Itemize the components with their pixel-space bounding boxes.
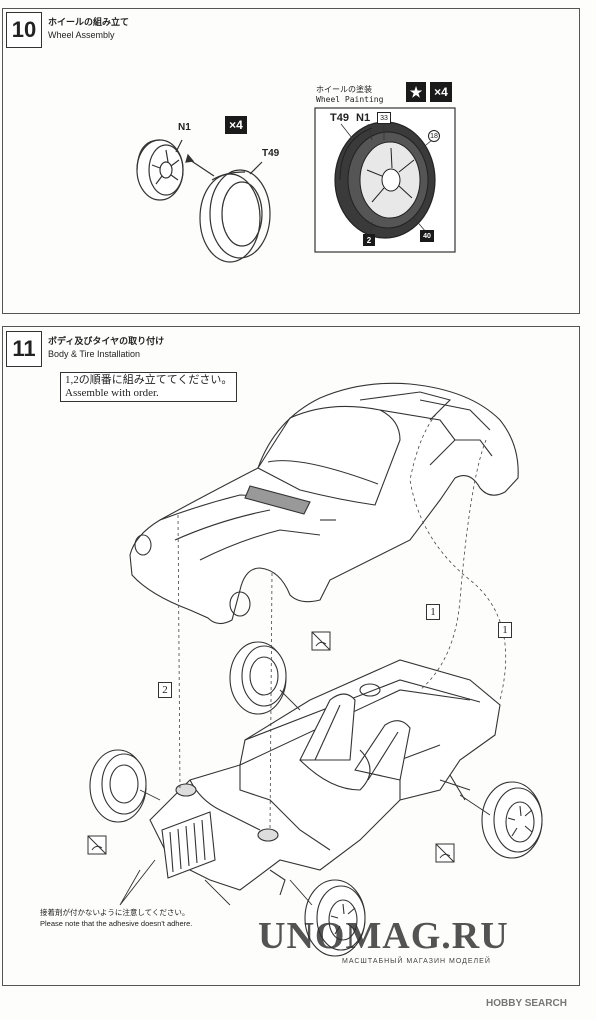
- painting-title-jp: ホイールの塗装: [316, 85, 372, 94]
- step11-number: 11: [6, 331, 42, 367]
- step11-frame: [2, 326, 580, 986]
- step10-number: 10: [6, 12, 42, 48]
- wheel-part-label: N1: [178, 122, 191, 133]
- chassis-drawing: [149, 659, 501, 896]
- painting-tire-label: T49: [330, 112, 349, 124]
- star-icon: ★: [406, 82, 426, 102]
- watermark-tagline: МАСШТАБНЫЙ МАГАЗИН МОДЕЛЕЙ: [342, 958, 491, 965]
- car-body-drawing: [129, 382, 519, 625]
- order-marker-1: 1: [426, 604, 440, 620]
- painting-wheel-label: N1: [356, 112, 371, 124]
- tire-part-label: T49: [262, 148, 280, 159]
- hobby-search-logo: HOBBY SEARCH: [486, 998, 567, 1009]
- step10-quantity-badge: ×4: [225, 116, 247, 134]
- leader-lines: [119, 689, 491, 906]
- no-glue-icons: [87, 631, 455, 863]
- assembly-order-note: 1,2の順番に組み立ててください。 Assemble with order.: [60, 372, 238, 402]
- assembly-guides: [177, 409, 507, 831]
- paint-code-bottom-left: 2: [363, 234, 375, 246]
- painting-quantity-badge: ×4: [430, 82, 452, 102]
- paint-code-top: 33: [377, 112, 391, 124]
- paint-code-right-top: 18: [428, 130, 440, 142]
- step10-frame: [2, 8, 580, 314]
- assembly-order-note-jp: 1,2の順番に組み立ててください。: [65, 374, 233, 386]
- painting-title-en: Wheel Painting: [316, 95, 384, 104]
- watermark-brand: UNOMAG.RU: [258, 915, 509, 957]
- step10-title-jp: ホイールの組み立て: [48, 17, 130, 27]
- step10-title-en: Wheel Assembly: [48, 30, 115, 40]
- order-marker-2: 2: [158, 682, 172, 698]
- adhesive-caution-en: Please note that the adhesive doesn't ad…: [40, 919, 193, 928]
- painted-wheel-drawing: [334, 121, 436, 239]
- paint-code-bottom-right: 40: [420, 230, 434, 242]
- step11-wheels: [89, 641, 543, 957]
- adhesive-caution-jp: 接着剤が付かないように注意してください。: [40, 908, 190, 917]
- wheel-rim-drawing: [136, 139, 184, 201]
- step11-title-en: Body & Tire Installation: [48, 349, 141, 359]
- tire-drawing: [199, 169, 271, 263]
- order-marker-1b: 1: [498, 622, 512, 638]
- assembly-order-note-en: Assemble with order.: [65, 387, 159, 399]
- step11-title-jp: ボディ及びタイヤの取り付け: [48, 336, 165, 346]
